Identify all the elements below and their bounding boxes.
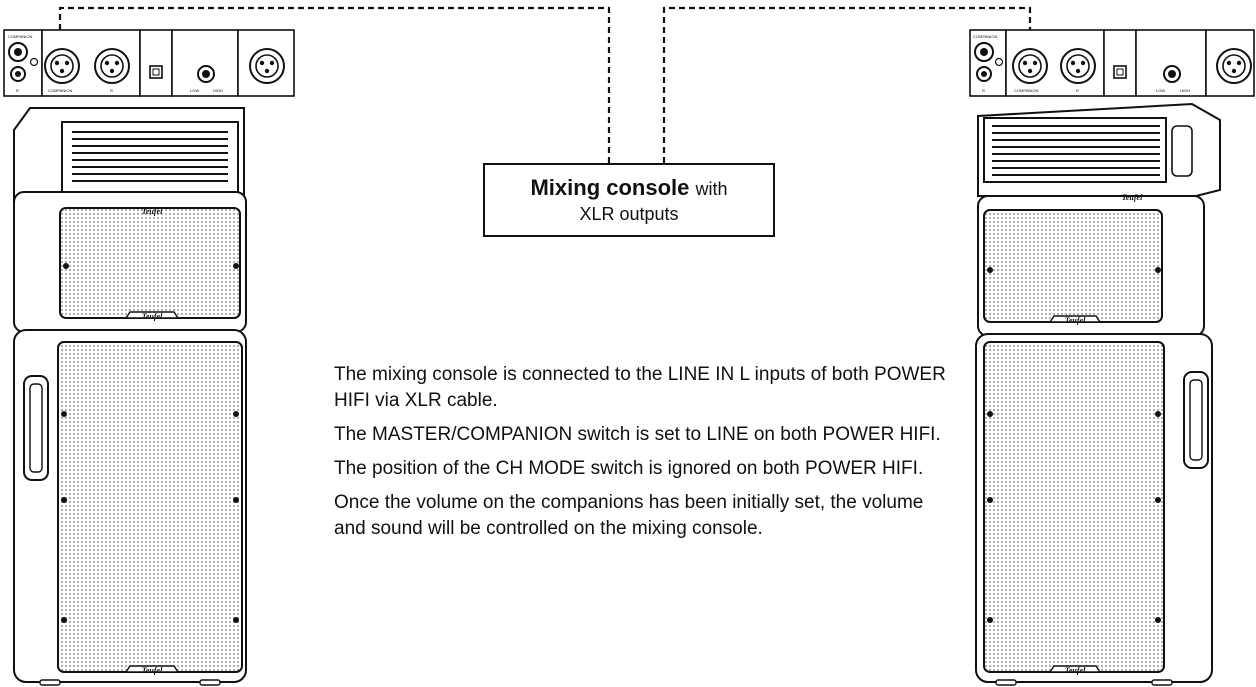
note-switch-setting: The MASTER/COMPANION switch is set to LI… — [334, 424, 941, 445]
brand-logo-left-tweeter: Teufel — [142, 207, 163, 216]
tone-knob-icon — [1163, 65, 1181, 83]
optical-input-icon — [149, 65, 163, 79]
right-panel-label-companion-2: COMPANION — [1014, 88, 1038, 93]
xlr-input-l-icon — [44, 48, 80, 84]
left-connection-panel — [3, 29, 295, 97]
right-panel-label-r: R — [1076, 88, 1079, 93]
rca-jack-icon — [8, 42, 39, 82]
mixing-console-label: Mixing console with — [485, 175, 773, 202]
note-volume-control: Once the volume on the companions has be… — [334, 492, 924, 539]
right-mid-unit — [977, 195, 1205, 337]
left-mid-unit — [13, 191, 247, 333]
setup-notes: The mixing console is connected to the L… — [334, 362, 954, 550]
right-power-hifi — [969, 29, 1255, 686]
left-bass-unit — [13, 329, 247, 686]
mixing-console-title-suffix: with — [695, 178, 728, 199]
right-panel-label-companion: COMPANION — [973, 34, 997, 39]
brand-logo-right-tweeter: Teufel — [1122, 193, 1143, 202]
note-ch-mode: The position of the CH MODE switch is ig… — [334, 458, 924, 479]
left-panel-label-r-rca: R — [16, 88, 19, 93]
right-panel-label-low: LOW — [1156, 88, 1165, 93]
right-panel-label-r-rca: R — [982, 88, 985, 93]
brand-logo-left-mid: Teufel — [142, 312, 163, 321]
right-tweeter-unit — [977, 102, 1221, 197]
left-panel-label-r: R — [110, 88, 113, 93]
xlr-output-icon — [1216, 48, 1252, 84]
left-power-hifi — [3, 29, 295, 686]
left-panel-label-companion: COMPANION — [8, 34, 32, 39]
right-panel-label-high: HIGH — [1180, 88, 1190, 93]
left-panel-label-companion-2: COMPANION — [48, 88, 72, 93]
rca-jack-icon — [974, 42, 1004, 82]
xlr-output-icon — [249, 48, 285, 84]
note-connection: The mixing console is connected to the L… — [334, 364, 946, 411]
brand-logo-left-bass: Teufel — [142, 666, 163, 675]
mixing-console-title: Mixing console — [530, 174, 690, 200]
mixing-console-subtitle: XLR outputs — [579, 203, 679, 224]
xlr-input-r-icon — [1060, 48, 1096, 84]
right-bass-unit — [975, 333, 1213, 686]
optical-input-icon — [1113, 65, 1127, 79]
left-panel-label-low: LOW — [190, 88, 199, 93]
xlr-input-l-icon — [1012, 48, 1048, 84]
tone-knob-icon — [197, 65, 215, 83]
mixing-console-box: Mixing console with XLR outputs — [483, 163, 775, 237]
left-panel-label-high: HIGH — [213, 88, 223, 93]
brand-logo-right-bass: Teufel — [1065, 666, 1086, 675]
right-connection-panel — [969, 29, 1255, 97]
brand-logo-right-mid: Teufel — [1065, 316, 1086, 325]
xlr-input-r-icon — [94, 48, 130, 84]
